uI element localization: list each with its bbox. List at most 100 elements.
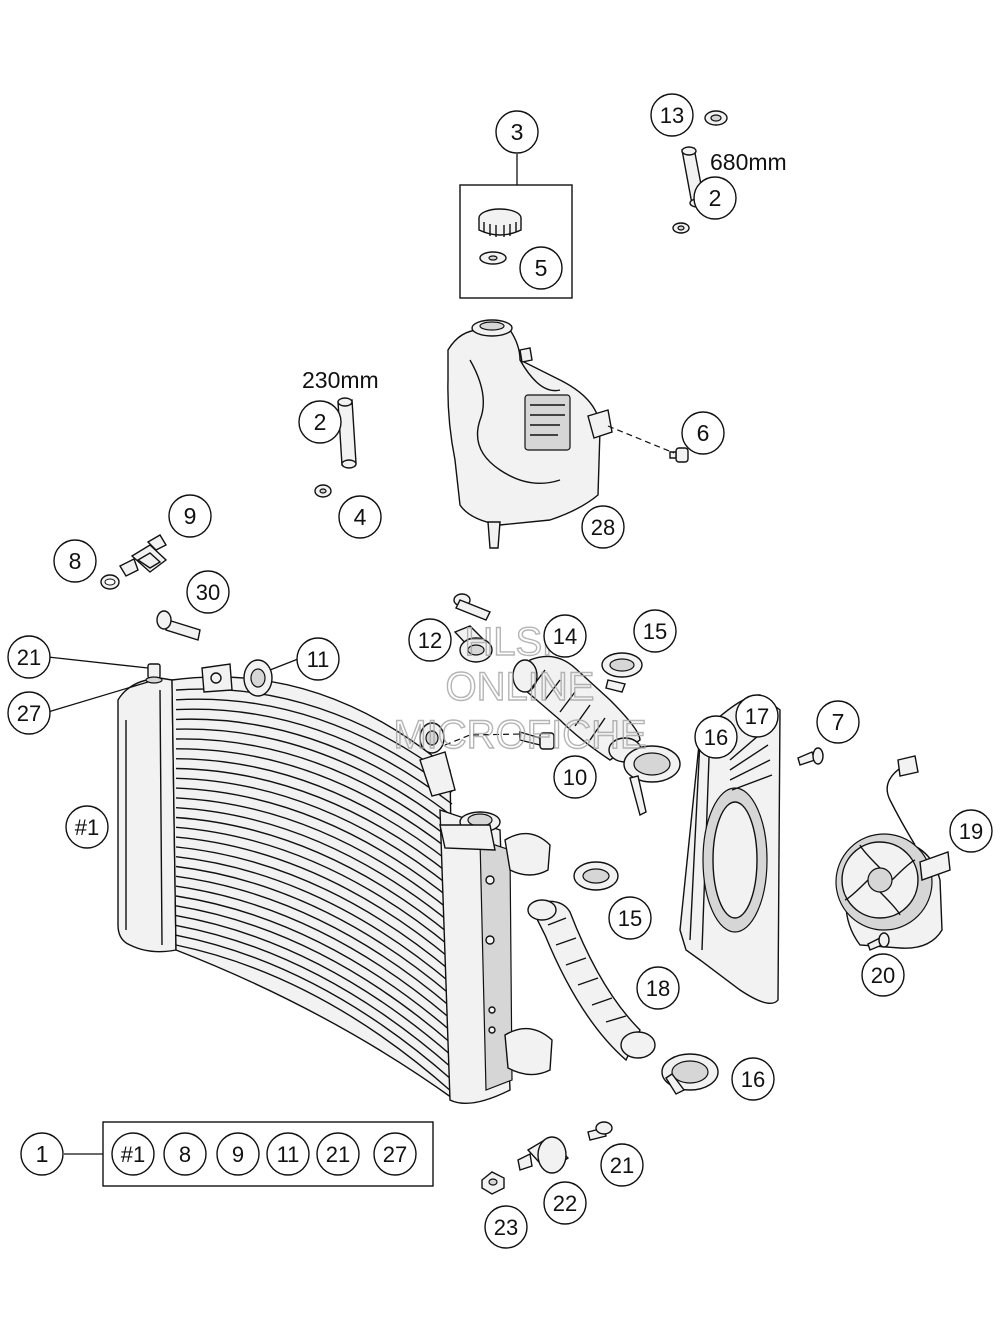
radiator-cap <box>478 208 522 237</box>
screw-6 <box>669 447 689 463</box>
callout-circle <box>681 411 725 455</box>
lower-hose-18 <box>527 899 656 1062</box>
callout-c15a: 15 <box>633 609 677 653</box>
callout-number: 7 <box>832 709 845 735</box>
kit-item: 21 <box>316 1132 360 1176</box>
callout-number: 14 <box>553 624 577 649</box>
bolt-10 <box>519 731 555 750</box>
callout-number: 10 <box>563 765 587 790</box>
callout-number: 2 <box>314 409 327 435</box>
callout-circle <box>731 1057 775 1101</box>
callout-circle <box>20 1132 64 1176</box>
kit-item-number: 27 <box>383 1142 407 1167</box>
clamp-13 <box>704 110 728 126</box>
cap-washer <box>479 251 507 265</box>
callout-number: 17 <box>745 704 769 729</box>
callout-circle <box>861 953 905 997</box>
callout-circle <box>553 755 597 799</box>
callout-c21a: 21 <box>7 635 51 679</box>
callout-number: 2 <box>709 185 722 211</box>
kit-item: 9 <box>216 1132 260 1176</box>
callout-number: 30 <box>196 580 220 605</box>
fan-shroud <box>679 694 781 1004</box>
callout-circle <box>543 1181 587 1225</box>
callout-c12: 12 <box>408 618 452 662</box>
bolt-30 <box>156 610 201 641</box>
kit-item-list: #1 8 9 11 21 27 <box>111 1132 417 1176</box>
callout-number: 13 <box>660 103 684 128</box>
o-ring-8 <box>100 574 120 590</box>
callout-c3: 3 <box>495 110 539 154</box>
callout-c11: 11 <box>296 637 340 681</box>
callout-number: 11 <box>307 647 330 672</box>
watermark-line-3: MICROFICHE <box>393 713 646 757</box>
callout-number: 3 <box>511 119 524 145</box>
kit-item: #1 <box>111 1132 155 1176</box>
callout-c10: 10 <box>553 755 597 799</box>
callout-c18: 18 <box>636 966 680 1010</box>
callout-c5: 5 <box>519 246 563 290</box>
callout-c22: 22 <box>543 1181 587 1225</box>
callout-circle <box>65 805 109 849</box>
callout-c30: 30 <box>186 570 230 614</box>
cap-kit-frame <box>459 184 573 299</box>
callout-circle <box>408 618 452 662</box>
callout-c15b: 15 <box>608 896 652 940</box>
callout-number: 21 <box>17 645 41 670</box>
callout-number: 19 <box>959 819 983 844</box>
radiator-bracket-grommet <box>419 722 445 754</box>
callout-c21b: 21 <box>600 1143 644 1187</box>
callout-c1: 1 <box>20 1132 64 1176</box>
callout-number: 8 <box>69 548 82 574</box>
callout-circle <box>949 809 993 853</box>
screw-7 <box>797 747 824 766</box>
callout-c4: 4 <box>338 495 382 539</box>
callout-number: 22 <box>553 1191 577 1216</box>
callout-c6: 6 <box>681 411 725 455</box>
callout-number: 27 <box>17 701 41 726</box>
callout-circle <box>53 539 97 583</box>
clamp-small-top <box>672 222 690 234</box>
callout-circle <box>636 966 680 1010</box>
callout-circle <box>581 505 625 549</box>
callout-c27: 27 <box>7 691 51 735</box>
callout-c_h1: #1 <box>65 805 109 849</box>
callout-circle <box>495 110 539 154</box>
kit-item-number: 21 <box>326 1142 350 1167</box>
callout-c23: 23 <box>484 1205 528 1249</box>
kit-item-number: 8 <box>179 1142 191 1167</box>
callout-circle <box>7 635 51 679</box>
callout-c2a: 2 <box>693 176 737 220</box>
clamp-16-low <box>661 1053 719 1095</box>
rubber-mount <box>517 1136 570 1174</box>
kit-item-circle <box>373 1132 417 1176</box>
callout-circle <box>519 246 563 290</box>
callout-c16a: 16 <box>694 715 738 759</box>
kit-item-number: #1 <box>121 1142 145 1167</box>
callout-number: 1 <box>36 1141 49 1167</box>
callout-number: 16 <box>741 1067 765 1092</box>
callout-circle <box>168 494 212 538</box>
callout-c7: 7 <box>816 700 860 744</box>
watermark-line-2: ONLINE <box>446 665 595 709</box>
radiator-fins <box>175 688 453 1093</box>
callout-circle <box>693 176 737 220</box>
kit-item-number: 11 <box>277 1142 300 1167</box>
callout-number: 6 <box>697 420 710 446</box>
clamp-4 <box>314 484 332 498</box>
callout-c8: 8 <box>53 539 97 583</box>
kit-item-circle <box>216 1132 260 1176</box>
callout-circle <box>650 93 694 137</box>
hose-length-230: 230mm <box>302 367 379 393</box>
callout-circle <box>600 1143 644 1187</box>
callout-number: 5 <box>535 255 548 281</box>
callout-c17: 17 <box>735 694 779 738</box>
callout-c14: 14 <box>543 614 587 658</box>
callout-circle <box>296 637 340 681</box>
kit-item-number: 9 <box>232 1142 244 1167</box>
temperature-switch <box>119 534 168 577</box>
upper-hose-14 <box>512 655 642 763</box>
callout-c28: 28 <box>581 505 625 549</box>
callout-circle <box>298 400 342 444</box>
